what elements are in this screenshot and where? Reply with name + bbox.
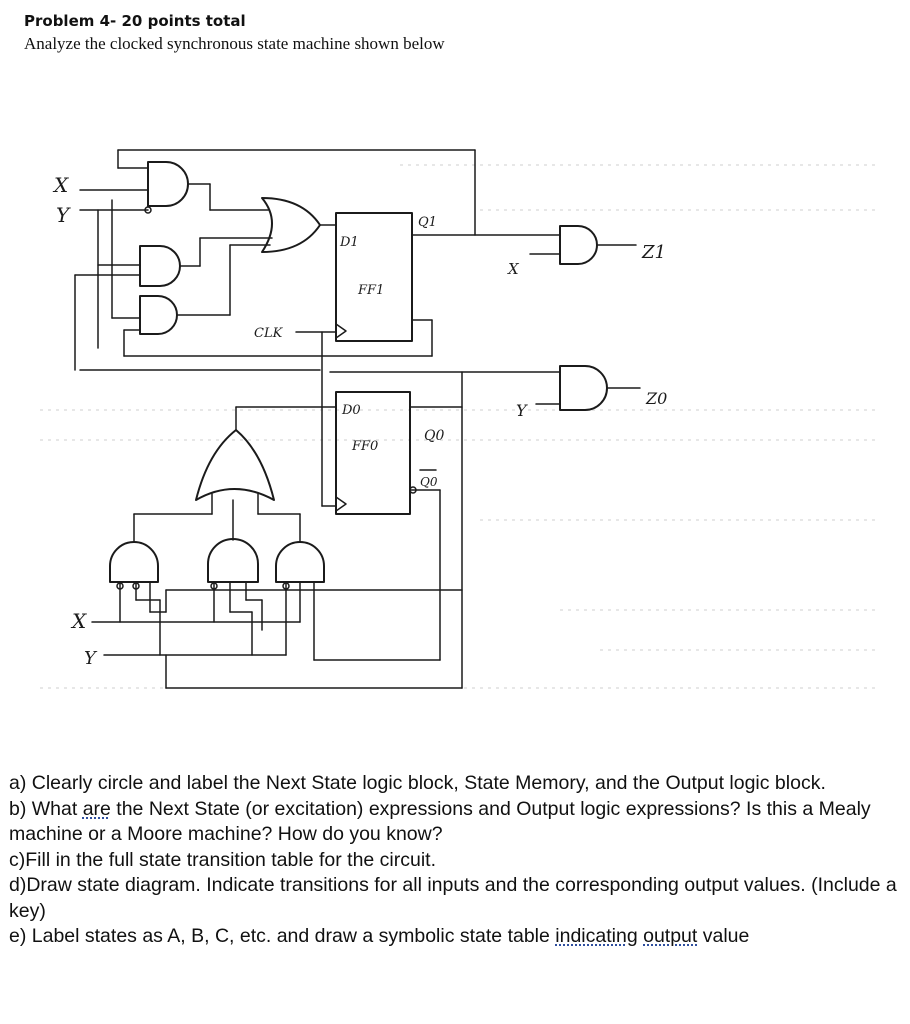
label-x-bottom: X (70, 609, 87, 633)
or-gate-top (261, 197, 321, 253)
or-gate-bottom (195, 406, 337, 501)
faint-guide-lines (40, 164, 880, 689)
label-ff0: FF0 (351, 439, 378, 454)
and-gate-3 (139, 295, 178, 335)
question-b: b) What are the Next State (or excitatio… (9, 797, 899, 848)
and-gate-6 (275, 541, 325, 583)
circuit-diagram: X Y D1 Q1 FF1 CLK X Z1 D0 FF0 Q0 Q0 Y Z0… (40, 149, 880, 689)
question-b-prefix: b) What (9, 797, 83, 820)
question-e: e) Label states as A, B, C, etc. and dra… (9, 924, 899, 950)
and-gate-z1 (529, 225, 637, 265)
and-gate-4 (109, 541, 159, 583)
label-x-top: X (52, 173, 69, 197)
and-gate-2 (139, 245, 181, 287)
and-to-or-wires (176, 183, 337, 316)
label-x-mid: X (507, 260, 520, 278)
label-ff1: FF1 (357, 283, 384, 298)
problem-subtitle: Analyze the clocked synchronous state ma… (24, 34, 445, 53)
feedback-bus (79, 369, 561, 689)
question-c: c)Fill in the full state transition tabl… (9, 848, 437, 871)
question-b-are: are (82, 797, 111, 820)
clock-wire (295, 331, 337, 507)
label-clk: CLK (254, 326, 284, 341)
label-z0: Z0 (645, 389, 667, 408)
question-e-prefix: e) Label states as A, B, C, etc. and dra… (9, 925, 556, 947)
label-y-mid: Y (516, 401, 528, 420)
problem-title: Problem 4- 20 points total (24, 12, 246, 30)
label-d0: D0 (341, 403, 361, 418)
flip-flop-1 (335, 212, 561, 342)
label-y-top: Y (56, 203, 71, 227)
label-q0-bar: Q0 (420, 475, 438, 489)
label-z1: Z1 (641, 242, 666, 263)
top-input-wires (74, 149, 476, 371)
question-d: d)Draw state diagram. Indicate transitio… (9, 874, 897, 922)
label-y-bottom: Y (84, 648, 98, 669)
question-e-suffix: value (697, 925, 750, 947)
label-q1: Q1 (418, 215, 437, 230)
question-a: a) Clearly circle and label the Next Sta… (9, 772, 826, 794)
and-gate-5 (207, 538, 259, 583)
label-q0: Q0 (424, 428, 444, 444)
and-gate-1 (147, 161, 189, 207)
question-list: a) Clearly circle and label the Next Sta… (9, 771, 899, 950)
bottom-input-wires (91, 581, 463, 689)
question-e-output: output (643, 925, 698, 947)
and-gate-z0 (535, 365, 641, 411)
label-d1: D1 (339, 235, 359, 250)
question-b-suffix: the Next State (or excitation) expressio… (9, 797, 871, 846)
question-e-indicating: indicating (555, 925, 638, 947)
bottom-and-to-or-wires (133, 493, 301, 543)
flip-flop-0 (335, 391, 463, 661)
